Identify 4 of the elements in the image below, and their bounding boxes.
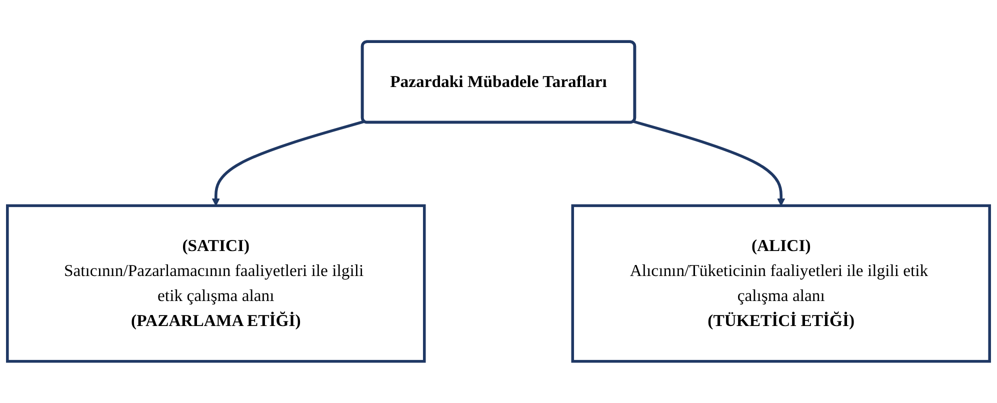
node-box: (ALICI) Alıcının/Tüketicinin faaliyetleri ile ilgili etik çalışma alanı (TÜKETİCİ ETİĞİ) xyxy=(571,204,991,363)
arrow xyxy=(633,120,786,206)
node-box: (SATICI) Satıcının/Pazarlamacının faaliyetleri ile ilgili etik çalışma alanı (PAZARLAMA ETİĞİ) xyxy=(6,204,426,363)
arrow xyxy=(212,120,365,206)
